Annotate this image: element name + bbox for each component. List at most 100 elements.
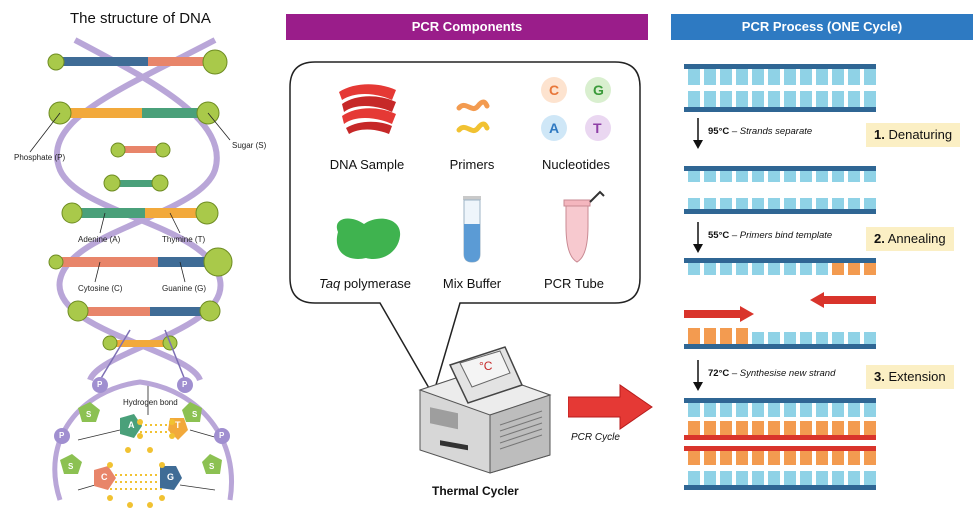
- annealing-base: [720, 328, 732, 344]
- annealing-base: [800, 263, 812, 275]
- annealing-base: [784, 332, 796, 344]
- dsdna-base: [784, 91, 796, 107]
- extension1-new-base: [704, 421, 716, 435]
- denatured-base: [800, 171, 812, 182]
- extension1-base: [688, 403, 700, 417]
- dsdna-base: [736, 91, 748, 107]
- dsdna-base: [704, 69, 716, 85]
- extension1-new-base: [832, 421, 844, 435]
- denatured-base: [816, 198, 828, 209]
- annealing-base: [816, 332, 828, 344]
- dna-base-pairs: [58, 57, 218, 347]
- dsdna-base: [848, 91, 860, 107]
- extension2-new-base: [800, 451, 812, 465]
- annealing-base: [784, 263, 796, 275]
- step3-temp-line: 72°C – Synthesise new strand: [708, 368, 836, 379]
- extension1-new-base: [736, 421, 748, 435]
- denatured-base: [832, 198, 844, 209]
- extension2-base: [832, 471, 844, 485]
- step2-temp: 55°C: [708, 230, 730, 241]
- annealing-base: [848, 332, 860, 344]
- nucleotide-a: A: [549, 120, 560, 136]
- dna-title: The structure of DNA: [70, 10, 211, 27]
- dna-node-p1: P: [97, 380, 103, 389]
- label-guanine: Guanine (G): [162, 284, 207, 293]
- extension1-base: [768, 403, 780, 417]
- step3-down-arrow: [693, 360, 703, 391]
- denatured-base: [720, 171, 732, 182]
- dsdna-base: [752, 91, 764, 107]
- dsdna-base: [688, 91, 700, 107]
- dsdna-base: [752, 69, 764, 85]
- extension1-base: [864, 403, 876, 417]
- extension2-base: [864, 471, 876, 485]
- step1-down-arrow: [693, 118, 703, 149]
- label-adenine: Adenine (A): [78, 235, 121, 244]
- dna-node-p2: P: [182, 380, 188, 389]
- extension1-base: [848, 403, 860, 417]
- denatured-top-strand: [684, 166, 876, 171]
- dsdna-base: [768, 69, 780, 85]
- annealing-base: [736, 328, 748, 344]
- step2-box: 2. Annealing: [866, 227, 954, 251]
- step1-temp: 95°C: [708, 126, 730, 137]
- nucleotides-label: Nucleotides: [542, 157, 610, 172]
- step1-num: 1.: [874, 127, 885, 142]
- dna-base-a: A: [128, 420, 135, 430]
- mix-buffer-icon: [463, 196, 481, 263]
- extension1-new-base: [688, 421, 700, 435]
- annealing-base: [752, 332, 764, 344]
- extension2-bottom-strand: [684, 485, 876, 490]
- process-banner: PCR Process (ONE Cycle): [671, 14, 973, 40]
- step2-num: 2.: [874, 231, 885, 246]
- dna-backbone-right: [56, 37, 220, 382]
- dna-node-s1: S: [86, 410, 92, 419]
- step3-name: Extension: [888, 369, 946, 384]
- extension2-base: [816, 471, 828, 485]
- step3-desc: Synthesise new strand: [739, 368, 836, 379]
- extension2-base: [784, 471, 796, 485]
- annealing-base: [864, 332, 876, 344]
- dna-leader-lines: [29, 112, 231, 415]
- pcr-cycle-label: PCR Cycle: [571, 432, 620, 443]
- nucleotides-icon: [541, 77, 611, 141]
- denatured-base: [864, 171, 876, 182]
- extension2-new-base: [816, 451, 828, 465]
- taq-rest: polymerase: [340, 276, 412, 291]
- extension2-base: [800, 471, 812, 485]
- dna-sample-icon: [339, 84, 396, 134]
- dna-base-c: C: [101, 472, 108, 482]
- dna-node-p4: P: [219, 431, 225, 440]
- extension1-new-base: [784, 421, 796, 435]
- dsdna-base: [816, 91, 828, 107]
- dna-sample-label: DNA Sample: [329, 157, 405, 172]
- extension1-base: [832, 403, 844, 417]
- denatured-base: [752, 198, 764, 209]
- step1-name: Denaturing: [888, 127, 953, 142]
- thermal-cycler-icon: [418, 346, 552, 474]
- extension1-new-base: [768, 421, 780, 435]
- dsdna-base: [800, 69, 812, 85]
- step3-num: 3.: [874, 369, 885, 384]
- step2-desc: Primers bind template: [739, 230, 833, 241]
- step2-down-arrow: [693, 222, 703, 253]
- dsdna-base: [720, 69, 732, 85]
- denatured-base: [864, 198, 876, 209]
- pcr-tube-label: PCR Tube: [544, 276, 604, 291]
- denatured-base: [800, 198, 812, 209]
- dsdna-base: [832, 91, 844, 107]
- thermal-cycler-display: °C: [479, 359, 493, 373]
- dna-node-s3: S: [68, 462, 74, 471]
- annealing-base: [704, 263, 716, 275]
- pcr-cycle-arrow: [568, 384, 653, 430]
- components-banner: PCR Components: [286, 14, 648, 40]
- dsdna-base: [864, 69, 876, 85]
- dsdna-base: [768, 91, 780, 107]
- denatured-base: [848, 198, 860, 209]
- annealing-bottom-strand: [684, 344, 876, 349]
- hydrogen-bond-lines: [110, 424, 172, 490]
- extension2-base: [688, 471, 700, 485]
- extension2-base: [848, 471, 860, 485]
- annealing-base: [720, 263, 732, 275]
- denatured-base: [816, 171, 828, 182]
